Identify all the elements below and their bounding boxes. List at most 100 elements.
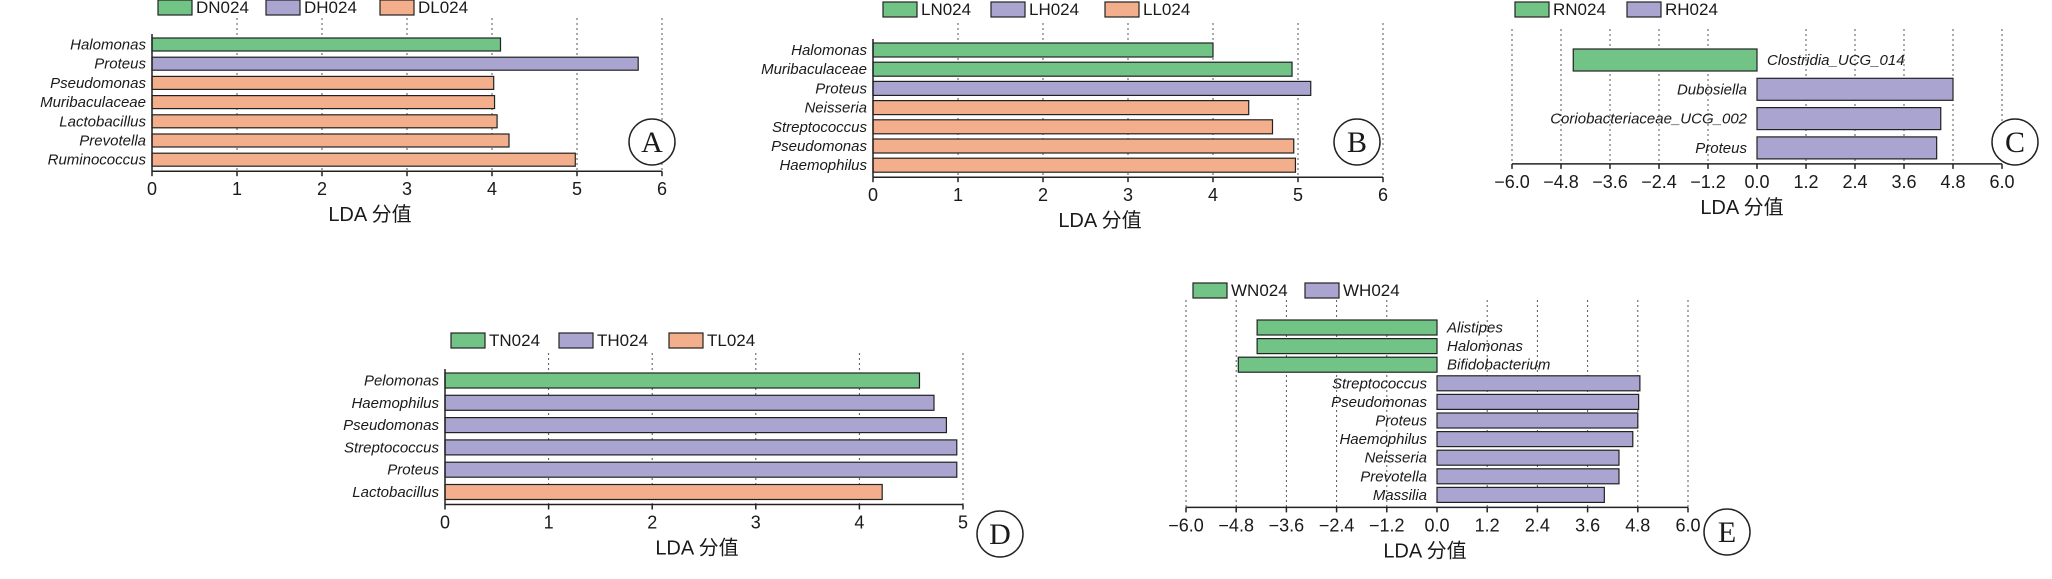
panel-label-circle: [628, 118, 676, 166]
x-axis-title: LDA 分值: [328, 203, 411, 226]
bar-label-neisseria: Neisseria: [1364, 450, 1427, 467]
x-tick-label: 4: [854, 513, 864, 533]
bar-label-streptococcus: Streptococcus: [1332, 375, 1428, 392]
bar-label-proteus: Proteus: [387, 462, 439, 479]
bar-halomonas: [1256, 337, 1438, 355]
legend-label-th024: TH024: [597, 331, 648, 350]
legend: TN024 TH024 TL024: [450, 331, 755, 350]
x-tick-label: 5: [572, 179, 582, 199]
bar-muribaculaceae: [872, 61, 1293, 77]
x-tick-label: −1.2: [1369, 515, 1405, 535]
bar-label-coriobacteriaceae_ucg_002: Coriobacteriaceae_UCG_002: [1550, 111, 1747, 128]
bar-streptococcus: [444, 439, 958, 456]
legend-label-tn024: TN024: [489, 331, 540, 350]
legend-label-dl024: DL024: [418, 0, 468, 17]
panel-label-text: E: [1718, 516, 1736, 549]
bar-label-prevotella: Prevotella: [1360, 468, 1427, 485]
legend-swatch-th024: [558, 332, 594, 349]
bar-label-lactobacillus: Lactobacillus: [352, 484, 439, 501]
x-tick-label: 3: [402, 179, 412, 199]
bar-streptococcus: [1436, 375, 1641, 392]
x-tick-label: −6.0: [1494, 172, 1530, 192]
x-tick-label: 4: [487, 179, 497, 199]
x-tick-label: 2: [647, 513, 657, 533]
x-tick-label: 4.8: [1625, 515, 1650, 535]
bar-proteus: [1436, 412, 1639, 429]
bar-muribaculaceae: [151, 94, 496, 110]
legend-swatch-rn024: [1514, 1, 1550, 18]
bar-label-streptococcus: Streptococcus: [772, 119, 868, 136]
legend-swatch-wn024: [1192, 282, 1228, 299]
bar-ruminococcus: [151, 152, 576, 167]
x-tick-label: 0: [440, 513, 450, 533]
x-tick-label: 6: [657, 179, 667, 199]
legend-swatch-tn024: [450, 332, 486, 349]
x-tick-label: 4.8: [1940, 172, 1965, 192]
bar-label-proteus: Proteus: [1375, 413, 1427, 430]
bar-label-halomonas: Halomonas: [70, 37, 146, 54]
bar-label-haemophilus: Haemophilus: [351, 395, 439, 412]
bar-massilia: [1436, 486, 1605, 503]
bar-haemophilus: [1436, 431, 1634, 448]
legend-label-ll024: LL024: [1143, 0, 1190, 19]
bar-clostridia_ucg_014: [1572, 48, 1758, 72]
legend: RN024 RH024: [1514, 0, 1718, 19]
x-tick-label: 3: [1123, 185, 1133, 205]
legend-swatch-ln024: [882, 1, 918, 18]
x-axis-title: LDA 分值: [655, 537, 738, 560]
x-tick-label: 6: [1378, 185, 1388, 205]
bar-label-pseudomonas: Pseudomonas: [343, 417, 439, 434]
legend-label-dn024: DN024: [196, 0, 249, 17]
bar-label-haemophilus: Haemophilus: [1339, 431, 1427, 448]
legend-label-rn024: RN024: [1553, 0, 1606, 19]
bar-alistipes: [1256, 319, 1438, 336]
bar-label-proteus: Proteus: [1695, 140, 1747, 157]
bar-label-haemophilus: Haemophilus: [779, 157, 867, 174]
bar-proteus: [151, 56, 639, 71]
legend-swatch-dh024: [265, 0, 301, 16]
x-axis-title: LDA 分值: [1058, 209, 1141, 232]
legend-label-tl024: TL024: [707, 331, 755, 350]
x-tick-label: 3.6: [1575, 515, 1600, 535]
panel-label-circle: [1703, 508, 1751, 556]
bar-pseudomonas: [1436, 393, 1640, 411]
bar-lactobacillus: [151, 114, 498, 129]
bars: HalomonasProteusPseudomonasMuribaculacea…: [40, 37, 639, 169]
x-tick-label: −1.2: [1690, 172, 1726, 192]
panel-label-text: B: [1347, 126, 1367, 159]
bar-dubosiella: [1756, 77, 1954, 101]
bar-label-dubosiella: Dubosiella: [1677, 81, 1747, 98]
bar-label-pseudomonas: Pseudomonas: [50, 75, 146, 92]
panel-label-circle: [976, 510, 1024, 558]
bars: HalomonasMuribaculaceaeProteusNeisseriaS…: [761, 42, 1312, 174]
x-tick-label: 1: [544, 513, 554, 533]
legend-swatch-rh024: [1626, 1, 1662, 18]
x-tick-label: 4: [1208, 185, 1218, 205]
bar-neisseria: [1436, 449, 1620, 466]
legend-swatch-dl024: [379, 0, 415, 16]
legend-label-rh024: RH024: [1665, 0, 1718, 19]
panel-label: A: [628, 118, 676, 166]
x-tick-label: 5: [1293, 185, 1303, 205]
x-tick-label: 6.0: [1675, 515, 1700, 535]
panel-label-text: A: [641, 126, 663, 159]
bar-label-streptococcus: Streptococcus: [344, 439, 440, 456]
bar-proteus: [872, 80, 1312, 97]
legend-label-lh024: LH024: [1029, 0, 1079, 19]
x-tick-label: −4.8: [1218, 515, 1254, 535]
x-tick-label: 0: [147, 179, 157, 199]
bar-label-prevotella: Prevotella: [79, 133, 146, 150]
x-tick-label: −6.0: [1168, 515, 1204, 535]
